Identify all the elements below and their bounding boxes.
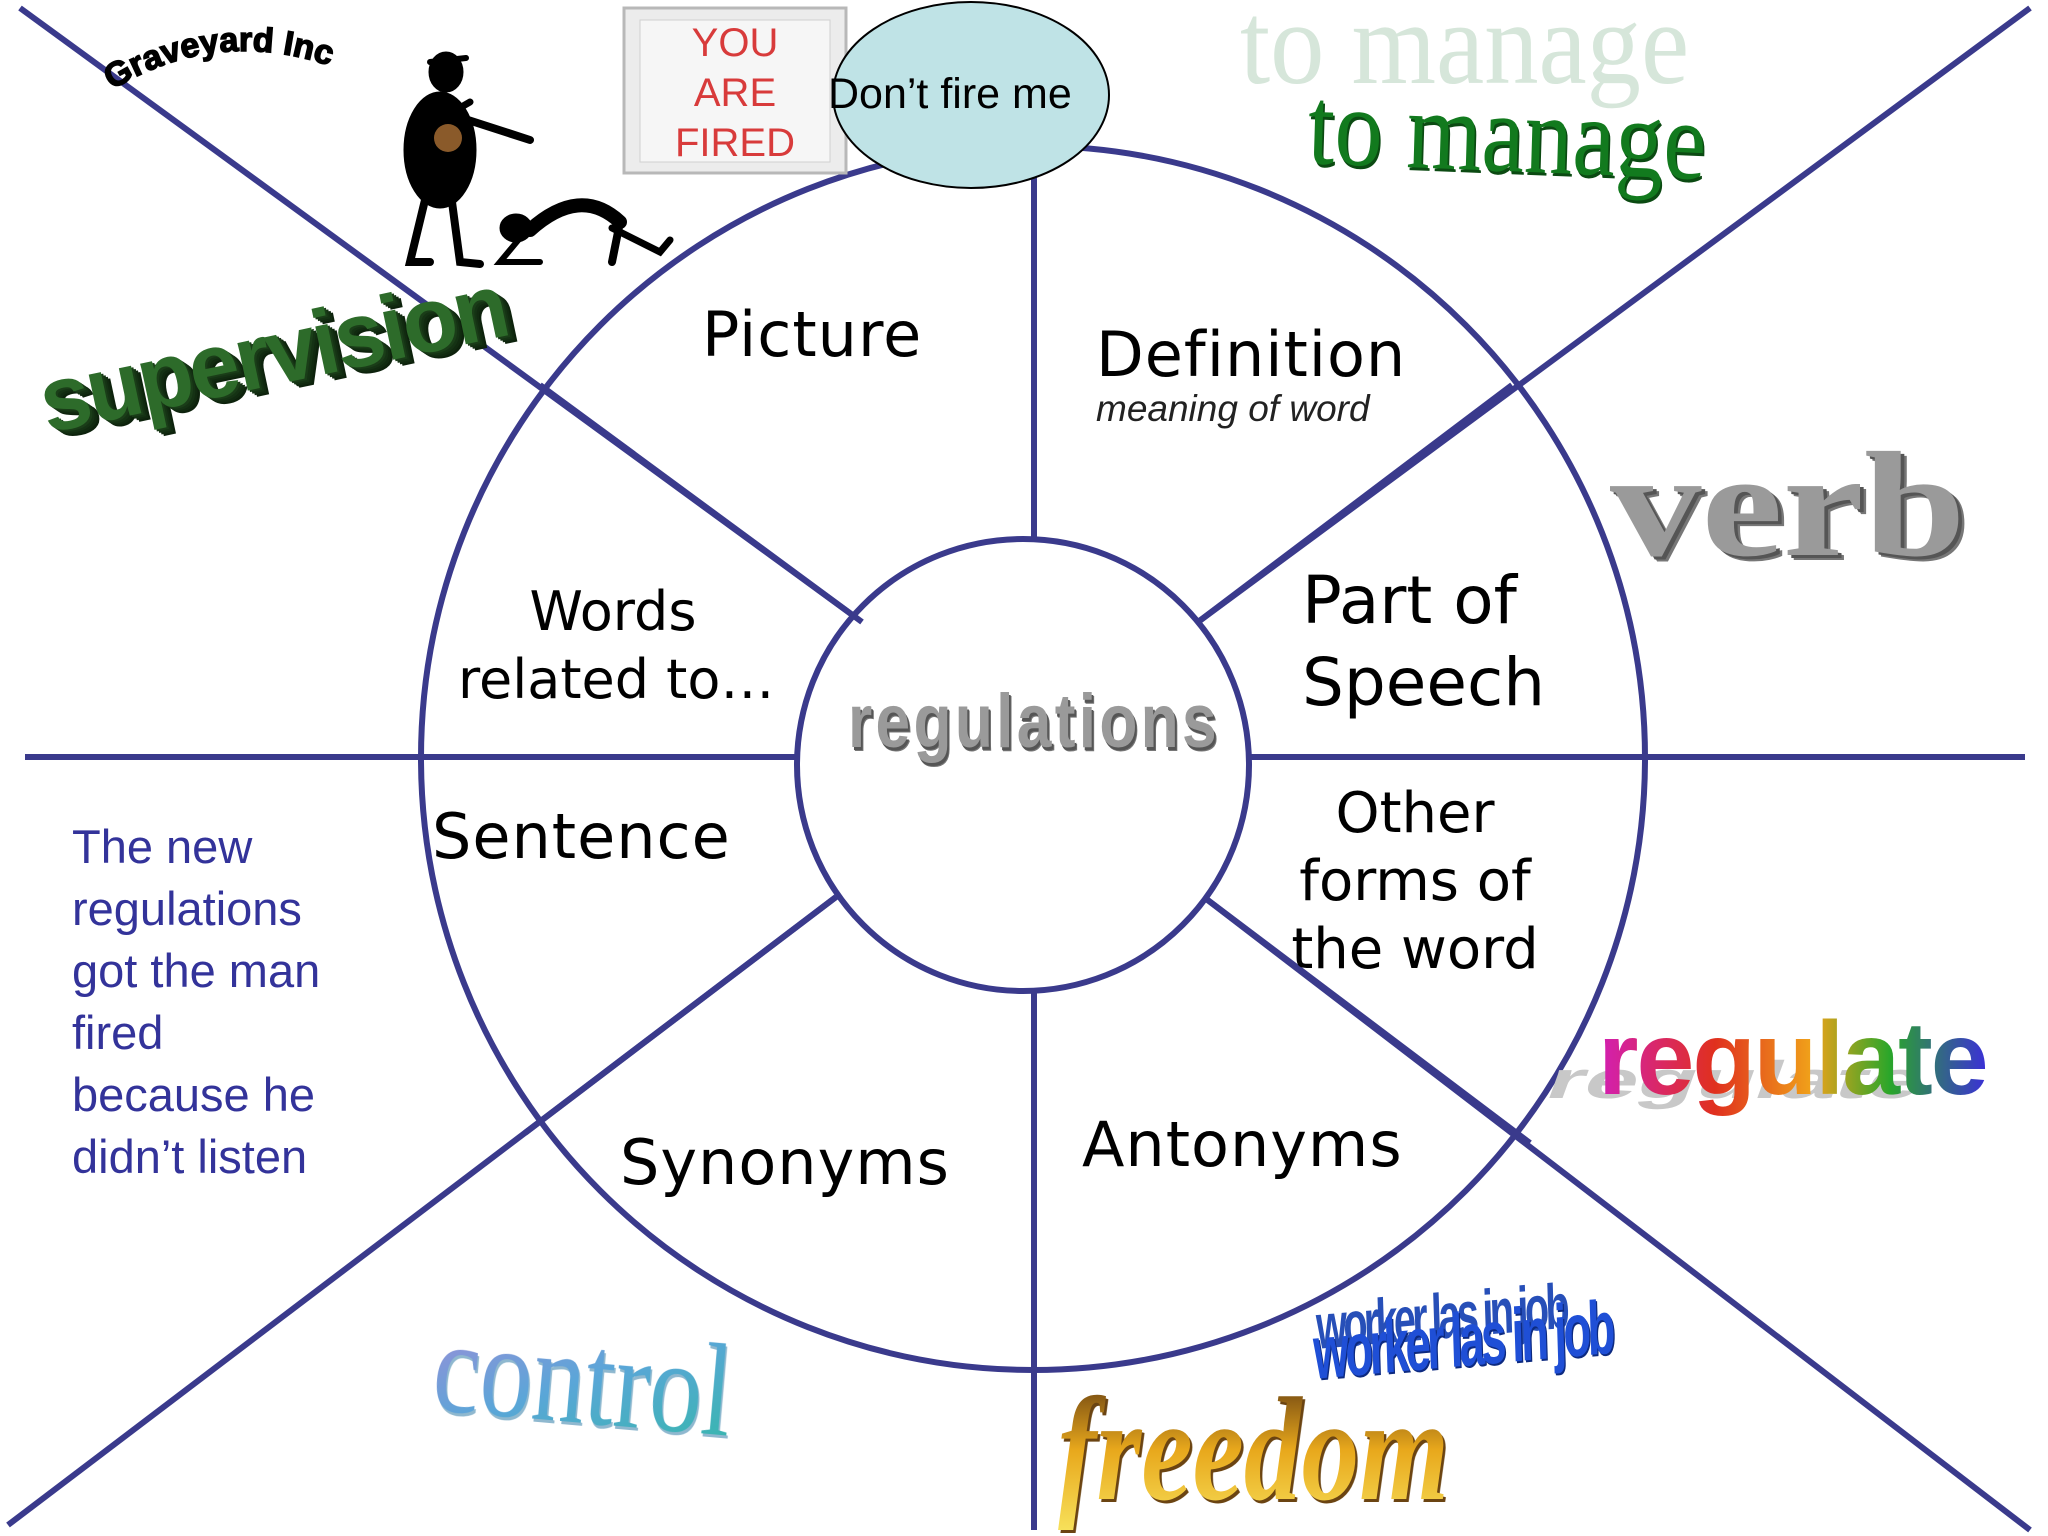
verb-text: verb xyxy=(1610,422,1966,588)
graveyard-inc-text: Graveyard Inc xyxy=(97,21,338,97)
fired-sign-text: YOU ARE FIRED xyxy=(624,18,846,168)
dont-fire-me-text: Don’t fire me xyxy=(828,70,1072,118)
control-text: control xyxy=(427,1292,739,1465)
other-forms-line-2: forms of xyxy=(1299,849,1531,914)
sector-label-words-related: Words related to… xyxy=(458,578,775,714)
you-are-fired-sign xyxy=(622,6,848,175)
fired-sign-line-2: ARE xyxy=(693,71,777,115)
other-forms-line-1: Other xyxy=(1335,781,1495,846)
words-related-line-1: Words xyxy=(529,580,697,643)
sentence-answer: The new regulations got the man fired be… xyxy=(72,816,320,1188)
freedom-text: freedom xyxy=(1058,1368,1450,1532)
other-forms-line-3: the word xyxy=(1291,917,1539,982)
dont-fire-me-bubble xyxy=(832,1,1110,189)
sector-label-synonyms: Synonyms xyxy=(620,1126,950,1199)
sector-label-sentence: Sentence xyxy=(432,800,731,873)
sentence-line-6: didn’t listen xyxy=(72,1130,308,1183)
fired-sign-line-3: FIRED xyxy=(675,121,795,165)
sector-label-other-forms: Other forms of the word xyxy=(1290,780,1540,984)
part-of-speech-line-1: Part of xyxy=(1302,562,1517,639)
definition-note: meaning of word xyxy=(1096,388,1370,429)
sentence-line-2: regulations xyxy=(72,882,302,935)
words-related-line-2: related to… xyxy=(458,648,775,711)
stick-figure-begging xyxy=(493,198,674,266)
sentence-line-5: because he xyxy=(72,1068,316,1121)
sentence-line-4: fired xyxy=(72,1006,164,1059)
to-manage-text: to manage xyxy=(1306,63,1709,205)
stick-figure-firing xyxy=(403,51,534,268)
fired-sign-line-1: YOU xyxy=(691,21,779,65)
part-of-speech-line-2: Speech xyxy=(1302,644,1546,721)
inner-circle xyxy=(794,536,1252,994)
sector-label-picture: Picture xyxy=(702,298,923,371)
regulate-text: regulate xyxy=(1598,1001,1989,1117)
sector-label-definition: Definition xyxy=(1096,318,1407,391)
to-manage-ghost-text: to manage xyxy=(1240,0,1690,109)
sector-label-antonyms: Antonyms xyxy=(1082,1108,1403,1181)
center-word: regulations xyxy=(848,679,1220,764)
sector-label-part-of-speech: Part of Speech xyxy=(1302,560,1545,724)
sentence-line-3: got the man xyxy=(72,944,321,997)
sentence-line-1: The new xyxy=(72,820,253,873)
